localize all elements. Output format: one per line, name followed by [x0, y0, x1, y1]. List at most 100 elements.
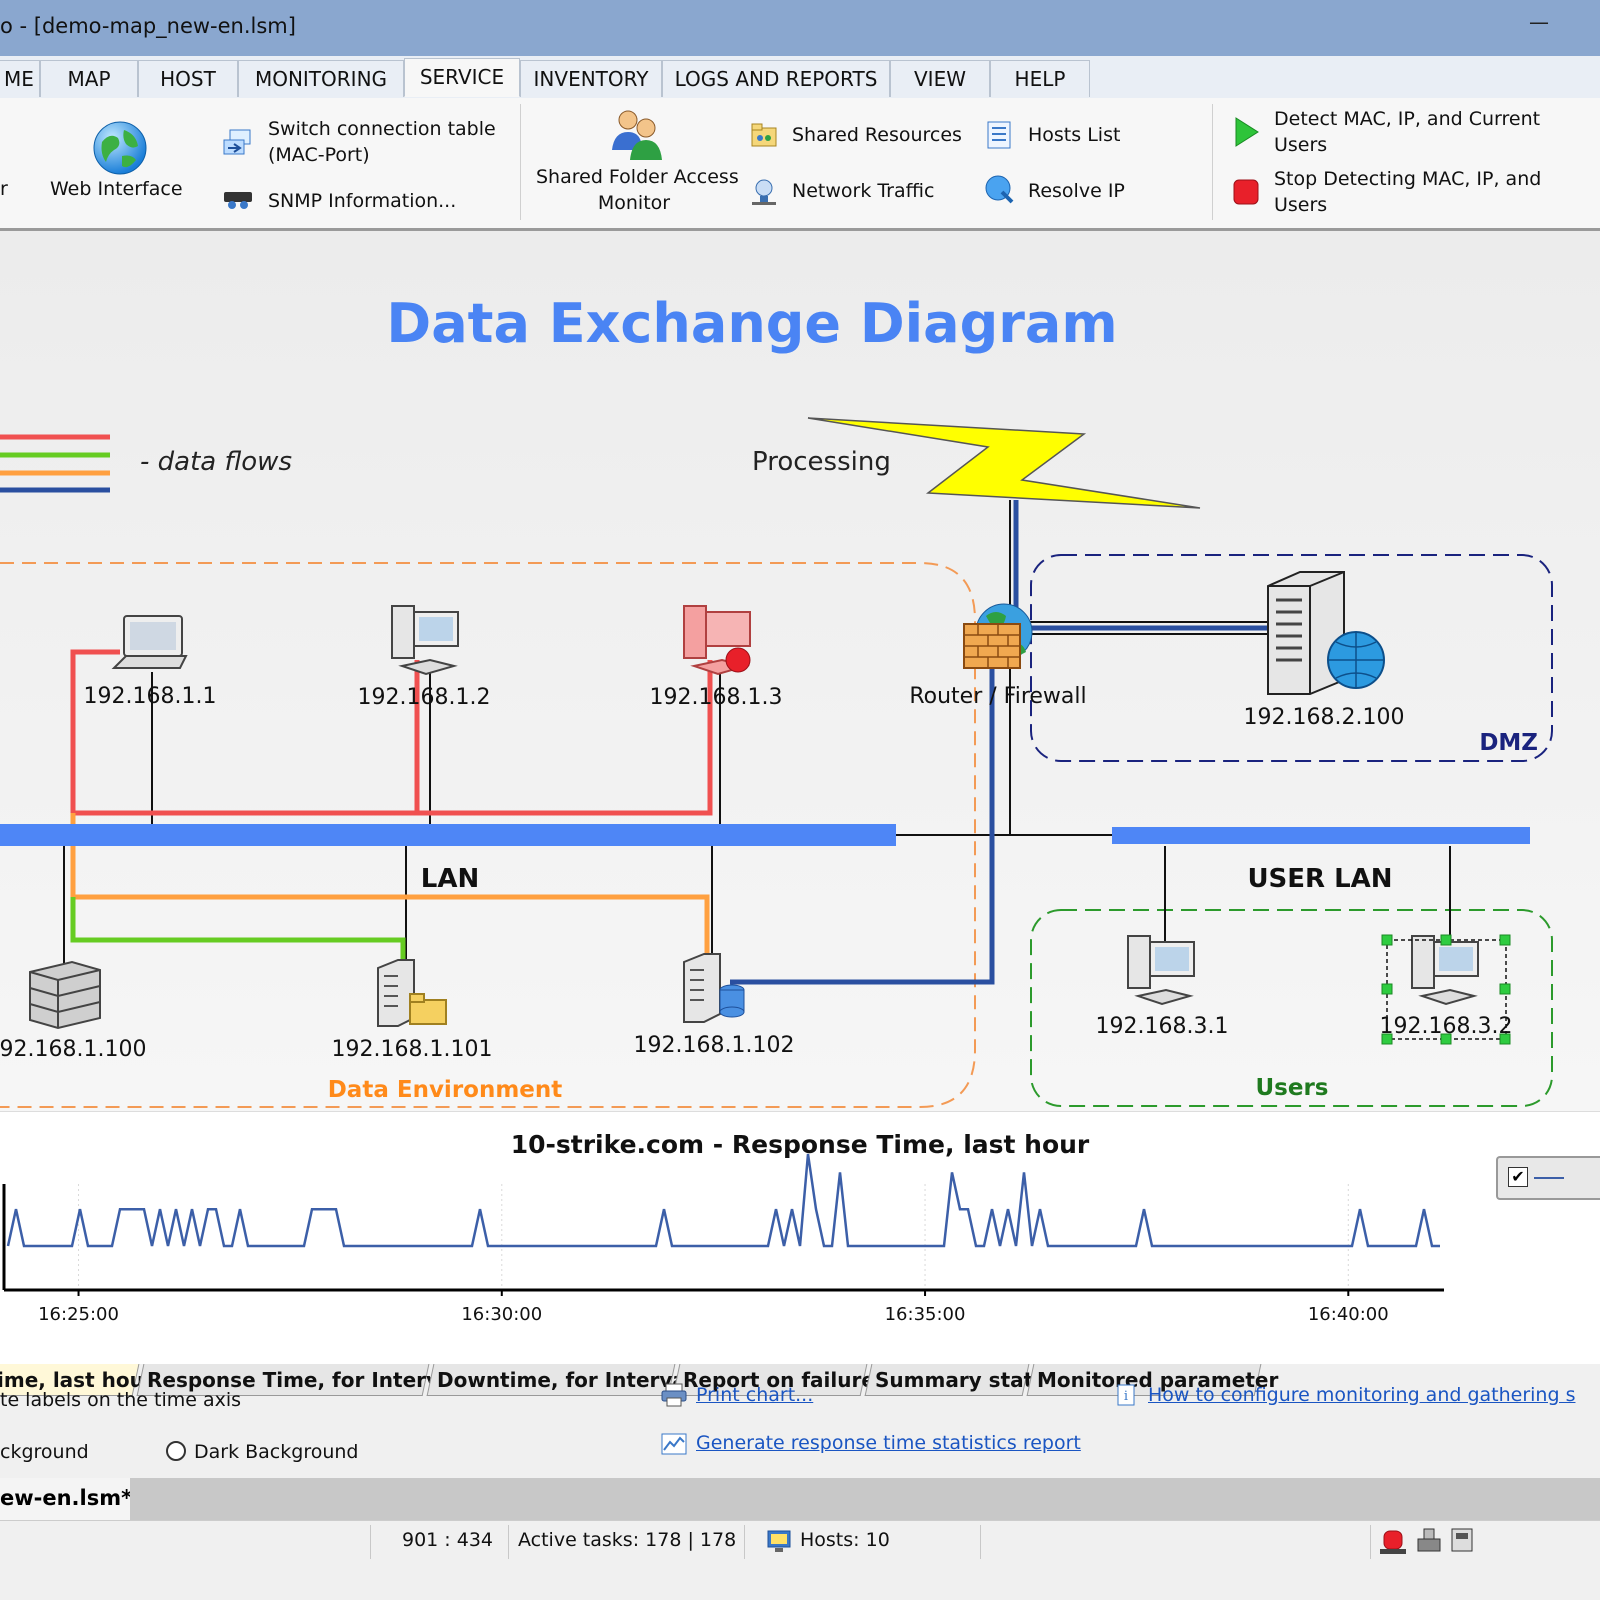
shared-resources-button[interactable]: Shared Resources: [792, 124, 962, 146]
database-server-icon[interactable]: [683, 953, 745, 1023]
dark-background-radio[interactable]: [166, 1441, 186, 1461]
switch-table-line2: (MAC-Port): [268, 144, 370, 166]
legend-checkbox[interactable]: ✔: [1508, 1167, 1528, 1187]
users-region: [1030, 909, 1553, 1107]
x-tick-label: 16:35:00: [885, 1304, 966, 1325]
status-separator: [370, 1525, 371, 1559]
shared-folder-access-monitor-button[interactable]: Shared Folder Access Monitor: [536, 164, 739, 216]
tab-service[interactable]: SERVICE: [404, 58, 520, 97]
selected-workstation-icon[interactable]: [1411, 935, 1479, 1006]
file-server-icon[interactable]: [377, 959, 447, 1027]
hosts-list-icon: [987, 121, 1011, 149]
settings-icon: [1451, 1528, 1473, 1552]
tab-monitoring[interactable]: MONITORING: [238, 60, 404, 97]
tab-home[interactable]: ME: [0, 60, 40, 97]
processing-label: Processing: [752, 447, 891, 477]
response-time-chart[interactable]: 10-strike.com - Response Time, last hour…: [0, 1111, 1600, 1367]
lan-bus: [0, 824, 896, 846]
hosts-list-button[interactable]: Hosts List: [1028, 124, 1121, 146]
status-separator: [744, 1525, 745, 1559]
detect-mac-ip-button[interactable]: Detect MAC, IP, and Current Users: [1274, 106, 1540, 158]
x-tick-label: 16:30:00: [461, 1304, 542, 1325]
stop-icon: [1233, 179, 1259, 205]
router-label: Router / Firewall: [909, 684, 1086, 709]
status-separator: [508, 1525, 509, 1559]
globe-icon: [93, 121, 147, 175]
title-bar: o - [demo-map_new-en.lsm] —: [0, 0, 1600, 56]
web-server-icon[interactable]: [1267, 571, 1385, 695]
alarm-icon: [1380, 1530, 1406, 1554]
chart-title: 10-strike.com - Response Time, last hour: [510, 1130, 1090, 1159]
chart-tabs: ime, last hour Response Time, for Interv…: [0, 1364, 1600, 1398]
tab-host[interactable]: HOST: [138, 60, 238, 97]
tab-inventory[interactable]: INVENTORY: [520, 60, 662, 97]
data-environment-label: Data Environment: [328, 1077, 563, 1103]
active-tasks: Active tasks: 178 | 178: [518, 1529, 737, 1551]
host-label-101: 192.168.1.101: [332, 1037, 493, 1062]
chart-legend-box[interactable]: ✔: [1496, 1156, 1600, 1200]
diagram-title: Data Exchange Diagram: [386, 292, 1117, 355]
switch-table-button[interactable]: Switch connection table (MAC-Port): [268, 116, 496, 168]
lan-label: LAN: [421, 864, 479, 894]
legend-label: - data flows: [140, 447, 292, 477]
tab-logs-and-reports[interactable]: LOGS AND REPORTS: [662, 60, 890, 97]
report-chart-icon: [661, 1433, 687, 1455]
rack-server-icon[interactable]: [29, 960, 101, 1030]
cut-ribbon-item[interactable]: r: [0, 178, 8, 200]
stop-line1: Stop Detecting MAC, IP, and: [1274, 168, 1542, 190]
chart-grid: [78, 1184, 1349, 1290]
tab-downtime-interval[interactable]: Downtime, for Interval: [426, 1364, 693, 1396]
svg-text:i: i: [1124, 1389, 1128, 1404]
shared-folder-line1: Shared Folder Access: [536, 166, 739, 188]
tab-summary-stats[interactable]: Summary stats: [864, 1364, 1045, 1396]
data-flow-orange: [70, 813, 710, 960]
printer-icon: [661, 1383, 687, 1407]
document-tabs: ew-en.lsm*: [0, 1478, 1600, 1520]
how-to-configure-link[interactable]: How to configure monitoring and gatherin…: [1148, 1384, 1576, 1406]
window-bottom: [0, 1562, 1600, 1600]
minimize-button[interactable]: —: [1529, 10, 1549, 34]
ribbon-separator-2: [1212, 104, 1213, 220]
dark-background-label[interactable]: Dark Background: [194, 1441, 359, 1463]
host-label-3: 192.168.1.3: [650, 685, 783, 710]
web-interface-button[interactable]: Web Interface: [50, 178, 183, 200]
tab-map[interactable]: MAP: [40, 60, 138, 97]
date-labels-option[interactable]: te labels on the time axis: [0, 1389, 242, 1411]
status-separator: [980, 1525, 981, 1559]
tab-view[interactable]: VIEW: [890, 60, 990, 97]
detect-line1: Detect MAC, IP, and Current: [1274, 108, 1541, 130]
stop-line2: Users: [1274, 194, 1328, 216]
info-doc-icon: i: [1117, 1384, 1135, 1406]
workstation-icon[interactable]: [391, 605, 459, 676]
hosts-count: Hosts: 10: [800, 1529, 890, 1551]
shared-folder-users-icon: [612, 110, 662, 160]
processing-lightning-icon: [807, 417, 1201, 509]
cursor-coordinates: 901 : 434: [402, 1529, 494, 1551]
background-option[interactable]: ckground: [0, 1441, 89, 1463]
users-label: Users: [1256, 1075, 1329, 1101]
host-label-102: 192.168.1.102: [634, 1033, 795, 1058]
stop-detecting-button[interactable]: Stop Detecting MAC, IP, and Users: [1274, 166, 1541, 218]
switch-table-icon: [223, 129, 251, 155]
document-tab[interactable]: ew-en.lsm*: [0, 1478, 130, 1520]
network-traffic-button[interactable]: Network Traffic: [792, 180, 935, 202]
snmp-information-button[interactable]: SNMP Information...: [268, 190, 457, 212]
monitor-icon: [767, 1530, 791, 1552]
tab-help[interactable]: HELP: [990, 60, 1090, 97]
workstation-alert-icon[interactable]: [683, 605, 751, 676]
status-bar: 901 : 434 Active tasks: 178 | 178 Hosts:…: [0, 1520, 1600, 1563]
generate-report-link[interactable]: Generate response time statistics report: [696, 1432, 1081, 1454]
resolve-ip-button[interactable]: Resolve IP: [1028, 180, 1125, 202]
print-chart-link[interactable]: Print chart...: [696, 1384, 814, 1406]
user-workstation-icon[interactable]: [1127, 935, 1195, 1006]
laptop-icon[interactable]: [111, 615, 188, 669]
selection-handles[interactable]: [1381, 934, 1511, 1045]
data-flow-red: [70, 649, 713, 816]
dmz-region: [1030, 554, 1553, 762]
data-flow-green: [70, 897, 406, 970]
status-tray-icons[interactable]: [1378, 1523, 1488, 1557]
map-canvas[interactable]: Data Exchange Diagram - data flows Proce…: [0, 231, 1600, 1111]
router-firewall-icon[interactable]: [963, 603, 1033, 669]
ribbon: r Web Interface Switch connection table …: [0, 98, 1600, 231]
network-diagram: Data Exchange Diagram - data flows Proce…: [0, 292, 1553, 1108]
